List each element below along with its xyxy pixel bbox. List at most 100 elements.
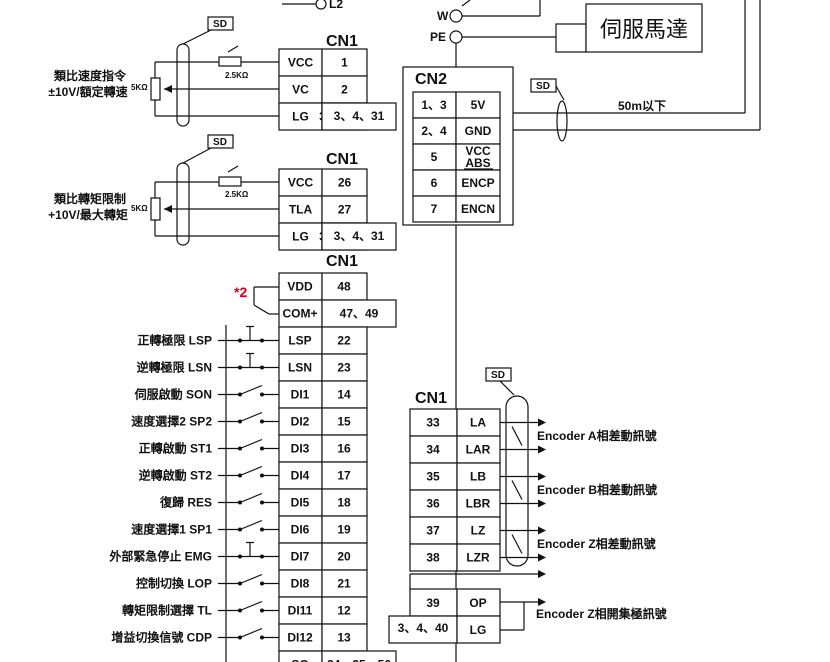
io-pin: COM+ bbox=[282, 307, 317, 321]
io-pin: VDD bbox=[287, 280, 313, 294]
speed-row-num: 2 bbox=[341, 83, 348, 97]
enc-sig: LZR bbox=[466, 551, 490, 565]
io-num: 12 bbox=[337, 604, 351, 618]
cn2-sd-label: SD bbox=[536, 81, 550, 92]
terminal-w bbox=[449, 9, 463, 23]
enc-num: 38 bbox=[426, 551, 440, 565]
cn2-num: 7 bbox=[431, 202, 438, 216]
io-label: 增益切換信號 CDP bbox=[111, 630, 212, 645]
enc-num: 36 bbox=[426, 497, 440, 511]
io-label: 速度選擇2 SP2 bbox=[131, 414, 212, 429]
speed-row-pin: LG bbox=[292, 110, 309, 124]
io-num: 20 bbox=[337, 550, 351, 564]
cn1-title-speed: CN1 bbox=[326, 33, 358, 50]
io-cell-num bbox=[321, 461, 368, 490]
cn2-cell-num bbox=[412, 91, 457, 119]
cn2-title: CN2 bbox=[415, 71, 447, 88]
enc-sig: LA bbox=[470, 416, 486, 430]
enc-num: 37 bbox=[426, 524, 440, 538]
enc-output-label: Encoder Z相差動訊號 bbox=[537, 536, 656, 551]
op-output-label: Encoder Z相開集極訊號 bbox=[536, 606, 667, 621]
enc-output-label: Encoder B相差動訊號 bbox=[537, 482, 657, 497]
io-label: 伺服啟動 SON bbox=[134, 387, 212, 402]
enc-num: 33 bbox=[426, 416, 440, 430]
servo-motor: 伺服馬達 bbox=[555, 3, 703, 53]
enc-cell-num bbox=[409, 462, 458, 491]
io-label: 復歸 RES bbox=[159, 495, 212, 510]
enc-num: 34 bbox=[426, 443, 440, 457]
torque-lim-label-1: 類比轉矩限制 bbox=[53, 191, 126, 206]
enc-output-label: Encoder A相差動訊號 bbox=[537, 428, 657, 443]
io-pin: DI11 bbox=[288, 604, 313, 618]
op-num: 39 bbox=[426, 596, 440, 610]
speed-cmd-label-2: ±10V/額定轉速 bbox=[48, 84, 127, 99]
torque-row-num: 27 bbox=[338, 203, 352, 217]
torque-row-cell-pin bbox=[278, 168, 323, 197]
io-label: 逆轉極限 LSN bbox=[137, 360, 212, 375]
io-num: 14 bbox=[337, 388, 351, 402]
terminal-l2 bbox=[315, 0, 327, 10]
cn2-num: 6 bbox=[431, 176, 438, 190]
speed-res-label: 2.5KΩ bbox=[225, 71, 249, 80]
cn2-sig: ENCP bbox=[461, 176, 494, 190]
lg-num: 3、4、31 bbox=[334, 109, 385, 123]
io-cell-pin bbox=[278, 650, 323, 662]
speed-row-cell-pin bbox=[278, 102, 323, 131]
speed-res5k-label: 5KΩ bbox=[131, 83, 148, 92]
io-label: 正轉極限 LSP bbox=[137, 333, 212, 348]
io-label: 正轉啟動 ST1 bbox=[139, 441, 213, 456]
io-pin: DI2 bbox=[291, 415, 310, 429]
io-label: 速度選擇1 SP1 bbox=[131, 522, 212, 537]
io-num: 15 bbox=[337, 415, 351, 429]
io-label: 轉矩限制選擇 TL bbox=[122, 603, 212, 618]
op-cell-num bbox=[388, 615, 458, 644]
io-pin: DI4 bbox=[291, 469, 310, 483]
io-cell-pin bbox=[278, 569, 323, 598]
op-sig: LG bbox=[470, 623, 487, 637]
op-cell-sig bbox=[456, 615, 501, 644]
io-cell-num bbox=[321, 650, 397, 662]
io-cell-pin bbox=[278, 299, 323, 328]
cn2-sig: ENCN bbox=[461, 202, 495, 216]
encoder-cable: SD 50m以下 bbox=[513, 0, 761, 142]
io-num: 17 bbox=[337, 469, 351, 483]
io-num: 13 bbox=[337, 631, 351, 645]
torque-row-pin: VCC bbox=[288, 176, 314, 190]
enc-cell-sig bbox=[456, 516, 501, 545]
cn2-num: 5 bbox=[431, 150, 438, 164]
enc-num: 35 bbox=[426, 470, 440, 484]
cn2-sig: VCC bbox=[465, 144, 491, 158]
lg-num: 3、4、31 bbox=[334, 229, 385, 243]
speed-shield bbox=[176, 43, 190, 127]
io-num: 22 bbox=[337, 334, 351, 348]
io-pin: LSN bbox=[288, 361, 312, 375]
op-sig: OP bbox=[469, 596, 486, 610]
torque-shield bbox=[176, 162, 190, 246]
cn2-cell-sig bbox=[455, 169, 501, 197]
cn2-sig-2: ABS bbox=[465, 156, 490, 170]
torque-res-label: 2.5KΩ bbox=[225, 190, 249, 199]
io-cell-pin bbox=[278, 407, 323, 436]
motor-label: 伺服馬達 bbox=[600, 17, 688, 42]
io-cell-num bbox=[321, 353, 368, 382]
terminal-pe-label: PE bbox=[430, 30, 446, 44]
cn2-num: 2、4 bbox=[421, 124, 447, 138]
io-num: 48 bbox=[337, 280, 351, 294]
io-num: 18 bbox=[337, 496, 351, 510]
io-num: 21 bbox=[337, 577, 351, 591]
torque-lim-label-2: +10V/最大轉矩 bbox=[48, 207, 128, 222]
torque-sd-label: SD bbox=[213, 137, 227, 148]
io-pin: DI12 bbox=[287, 631, 313, 645]
enc-cell-num bbox=[409, 543, 458, 572]
io-cell-num bbox=[321, 515, 368, 544]
io-pin: DI8 bbox=[291, 577, 310, 591]
cn1-title-torque: CN1 bbox=[326, 151, 358, 168]
torque-res5k-label: 5KΩ bbox=[131, 204, 148, 213]
